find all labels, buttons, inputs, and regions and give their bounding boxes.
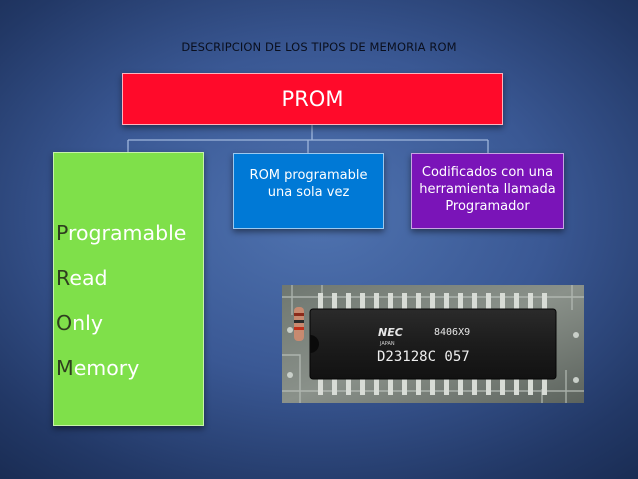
chip-pins-top — [318, 293, 547, 311]
chip-pins-bottom — [318, 377, 547, 395]
programmable-once-box: ROM programable una sola vez — [233, 153, 384, 229]
programmer-tool-box: Codificados con una herramienta llamada … — [411, 153, 564, 229]
programmable-once-label: ROM programable una sola vez — [249, 168, 368, 200]
programmer-tool-label: Codificados con una herramienta llamada … — [419, 164, 556, 214]
acronym-line-2: Read — [56, 266, 108, 290]
root-node-label: PROM — [281, 87, 344, 111]
acronym-line-4: Memory — [56, 356, 140, 380]
root-node-prom: PROM — [122, 73, 503, 125]
resistor — [294, 307, 304, 341]
chip-part-number: D23128C 057 — [377, 349, 470, 365]
chip-body — [309, 308, 557, 380]
chip-code: 8406X9 — [434, 327, 470, 338]
acronym-line-3: Only — [56, 311, 103, 335]
chip-brand: NEC — [378, 326, 403, 339]
pcb-pads — [287, 327, 579, 383]
chip-photo: NEC JAPAN 8406X9 D23128C 057 — [282, 285, 584, 403]
chip-notch — [310, 335, 319, 353]
acronym-box: Programable Read Only Memory — [53, 152, 204, 426]
acronym-text: Programable Read Only Memory — [56, 211, 186, 391]
slide-title: DESCRIPCION DE LOS TIPOS DE MEMORIA ROM — [181, 40, 457, 54]
chip-brand-sub: JAPAN — [379, 341, 395, 347]
acronym-line-1: Programable — [56, 221, 187, 245]
